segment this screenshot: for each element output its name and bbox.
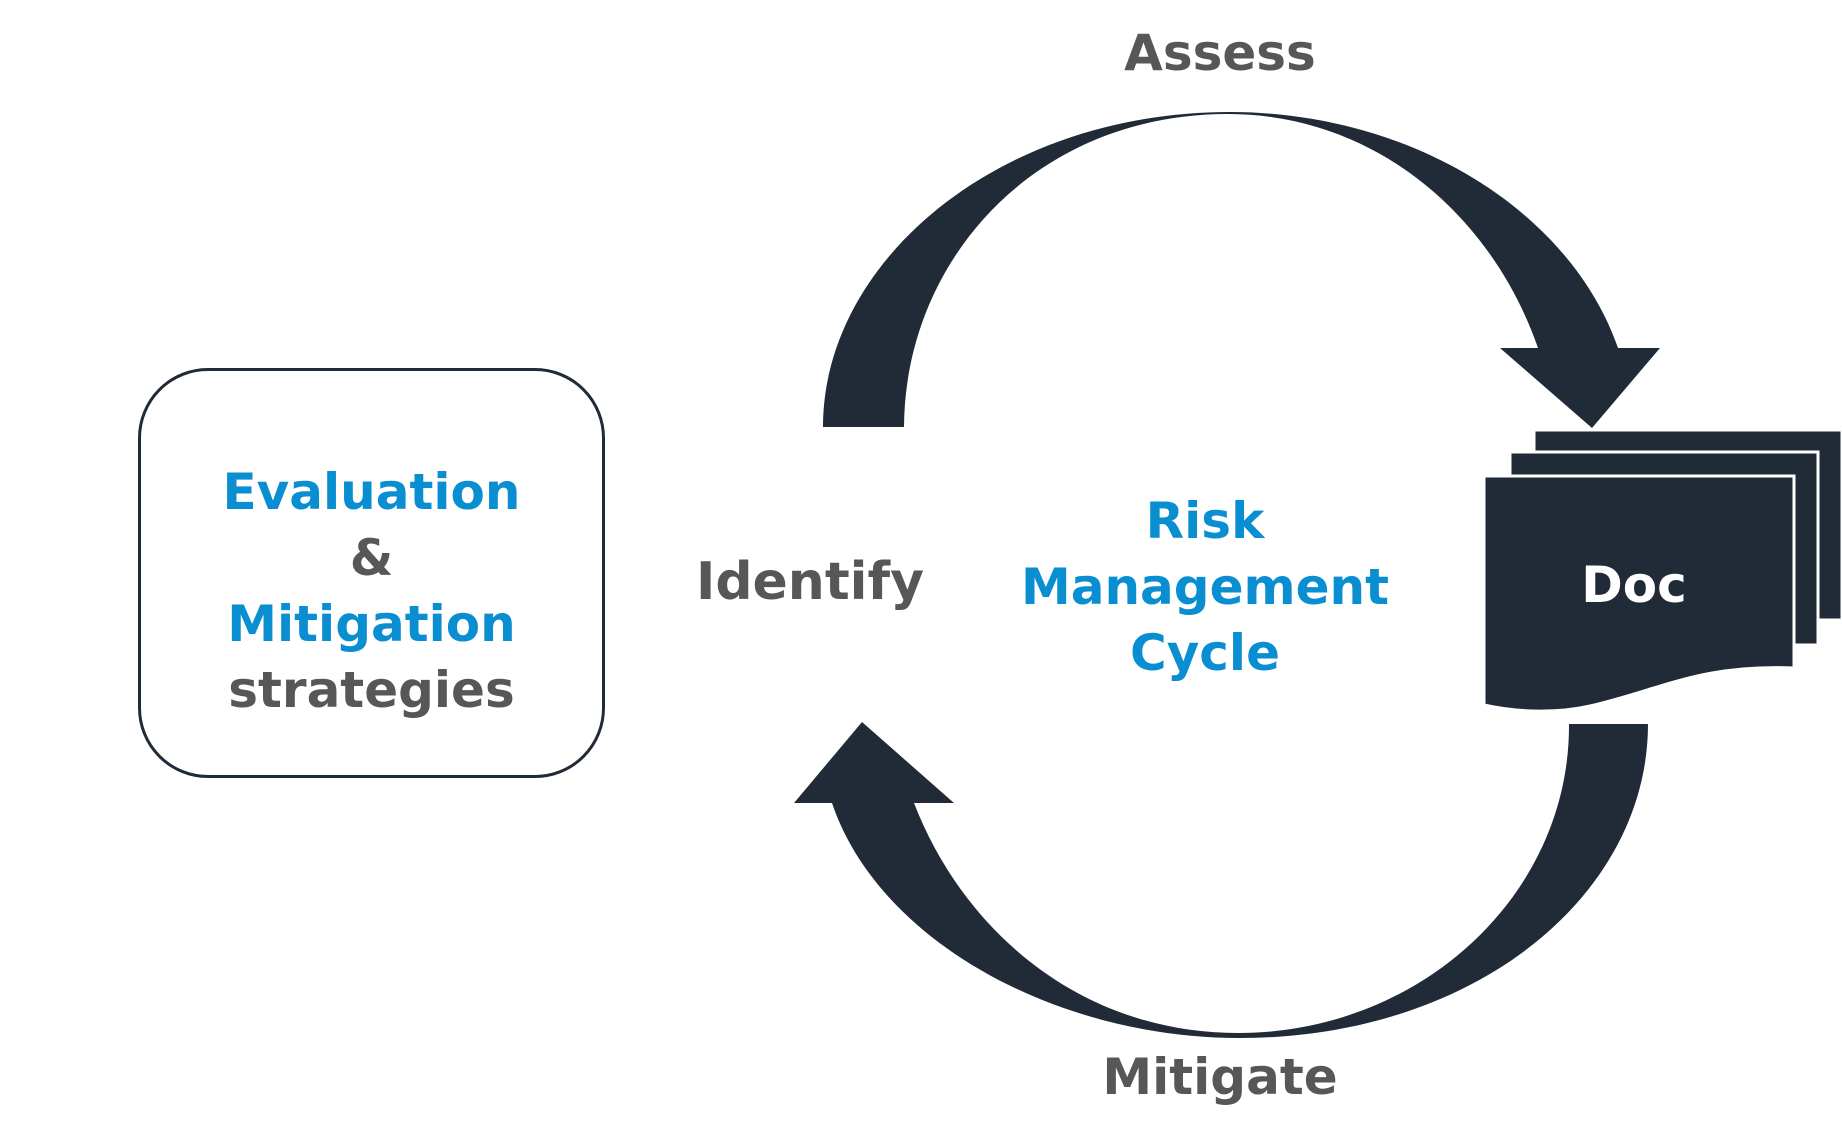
evaluation-text: Evaluation & Mitigation strategies — [141, 459, 602, 723]
evaluation-line: Evaluation — [222, 463, 521, 521]
doc-page-front — [1482, 474, 1796, 713]
cycle-title-line: Management — [1020, 558, 1390, 616]
cycle-title-line: Cycle — [1130, 624, 1280, 682]
doc-label: Doc — [1581, 556, 1687, 614]
cycle-title: Risk Management Cycle — [985, 488, 1425, 686]
cycle-title-line: Risk — [1145, 492, 1265, 550]
bottom-curved-arrow — [794, 722, 1648, 1038]
top-curved-arrow — [823, 112, 1660, 428]
mitigation-line: Mitigation — [227, 595, 516, 653]
evaluation-box: Evaluation & Mitigation strategies — [138, 368, 605, 778]
ampersand-line: & — [349, 529, 394, 587]
identify-label: Identify — [695, 552, 925, 612]
mitigate-label: Mitigate — [1102, 1048, 1338, 1106]
strategies-line: strategies — [228, 661, 515, 719]
assess-label: Assess — [1124, 24, 1316, 82]
